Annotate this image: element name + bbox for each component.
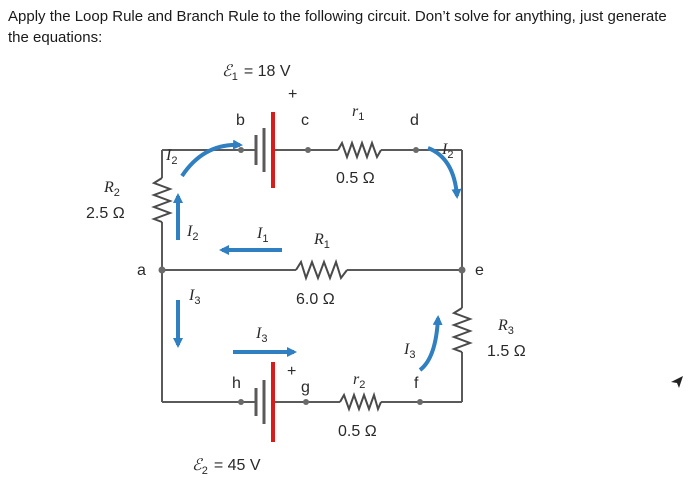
svg-text:R3: R3 (497, 317, 514, 337)
i3-right-name: I (403, 341, 410, 358)
i3-left-sub: 3 (194, 295, 200, 307)
i1-sub: 1 (262, 233, 268, 245)
node-a (158, 266, 166, 274)
node-e-label: e (475, 262, 484, 279)
node-c-dot (305, 147, 311, 153)
i2-left-name: I (186, 223, 193, 240)
resistor-r3 (451, 307, 473, 353)
r2i-value: 0.5 Ω (338, 423, 377, 440)
question-text: Apply the Loop Rule and Branch Rule to t… (8, 8, 667, 46)
svg-text:ℰ2= 45 V: ℰ2 = 45 V (192, 457, 261, 477)
arrow-i2-topleft (180, 139, 243, 178)
i2-topright-sub: 2 (447, 149, 453, 161)
battery-emf1 (254, 112, 275, 188)
svg-text:R2: R2 (103, 179, 120, 199)
i3-bottom-name: I (255, 325, 262, 342)
emf2-symbol: ℰ (192, 457, 204, 474)
emf1-plus: + (288, 86, 297, 103)
i2-topleft-name: I (165, 147, 172, 164)
r2i-name: r (353, 371, 360, 388)
node-d-label: d (410, 112, 419, 129)
svg-text:I2: I2 (165, 147, 177, 167)
emf2-plus: + (287, 363, 296, 380)
svg-text:R1: R1 (313, 231, 330, 251)
wires (161, 149, 463, 403)
r3-value: 1.5 Ω (487, 343, 526, 360)
node-f-dot (417, 399, 423, 405)
arrow-i2-topright (427, 146, 462, 199)
r3-name: R (497, 317, 508, 334)
battery-emf2 (254, 362, 275, 442)
i3-bottom-sub: 3 (261, 333, 267, 345)
resistor-r2 (151, 177, 173, 223)
r2-value: 2.5 Ω (86, 205, 125, 222)
svg-text:r2: r2 (353, 371, 365, 391)
svg-text:ℰ1= 18 V: ℰ1 = 18 V (222, 63, 291, 83)
emf1-value: = 18 V (244, 63, 291, 80)
i2-left-sub: 2 (192, 231, 198, 243)
node-e (458, 266, 466, 274)
svg-text:I2: I2 (441, 141, 453, 161)
svg-text:I1: I1 (256, 225, 268, 245)
i2-topleft-sub: 2 (171, 155, 177, 167)
svg-text:I3: I3 (188, 287, 200, 307)
r3-sub: 3 (508, 325, 514, 337)
r1-value: 6.0 Ω (296, 291, 335, 308)
r1-name: R (313, 231, 324, 248)
svg-text:r1: r1 (352, 103, 364, 123)
node-c-label: c (301, 112, 309, 129)
arrow-i3-right (418, 315, 443, 372)
r2-name: R (103, 179, 114, 196)
r1i-name: r (352, 103, 359, 120)
emf2-subscript: 2 (202, 465, 208, 477)
i3-right-sub: 3 (409, 349, 415, 361)
r1i-sub: 1 (358, 111, 364, 123)
i3-left-name: I (188, 287, 195, 304)
r1i-value: 0.5 Ω (336, 170, 375, 187)
r2i-sub: 2 (359, 379, 365, 391)
svg-text:I2: I2 (186, 223, 198, 243)
mouse-pointer-icon (671, 376, 683, 388)
node-h-label: h (232, 375, 241, 392)
emf1-symbol: ℰ (222, 63, 234, 80)
resistor-r2-internal (339, 391, 382, 412)
node-b-label: b (236, 112, 245, 129)
resistor-r1 (295, 258, 348, 282)
node-a-label: a (137, 262, 146, 279)
emf1-subscript: 1 (232, 71, 238, 83)
node-f-label: f (414, 375, 419, 392)
resistor-r1-internal (337, 140, 382, 160)
node-b-dot (238, 147, 244, 153)
node-d-dot (413, 147, 419, 153)
r2-sub: 2 (114, 187, 120, 199)
svg-text:I3: I3 (403, 341, 415, 361)
r1-sub: 1 (324, 239, 330, 251)
node-g-dot (303, 399, 309, 405)
i1-name: I (256, 225, 263, 242)
emf2-value: = 45 V (214, 457, 261, 474)
i2-topright-name: I (441, 141, 448, 158)
node-h-dot (238, 399, 244, 405)
svg-text:I3: I3 (255, 325, 267, 345)
node-g-label: g (301, 379, 310, 396)
